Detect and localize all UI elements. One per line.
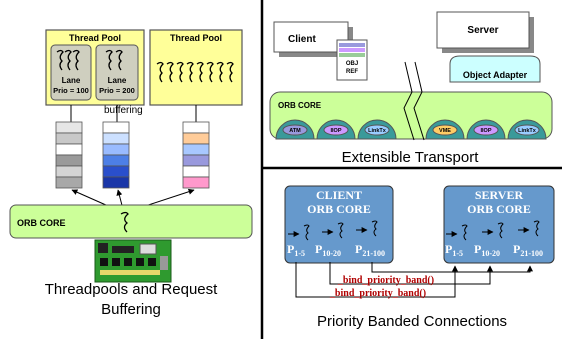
protocol-linktx-left: LinkTx <box>368 128 387 134</box>
thread-pool-right-title: Thread Pool <box>170 33 222 43</box>
client-orb-line2: ORB CORE <box>307 202 371 216</box>
obj-ref-icon <box>336 39 368 81</box>
lane-2-label: Lane <box>108 76 127 85</box>
transport-caption: Extensible Transport <box>342 149 480 166</box>
queue-1 <box>55 121 83 189</box>
bind-priority-label-2: _bind_priority_band() <box>329 288 426 299</box>
orb-core-thread-icon <box>120 211 129 233</box>
left-protocol-arcs <box>275 119 397 140</box>
queue-2 <box>102 121 130 189</box>
orb-core-left-label: ORB CORE <box>17 218 66 228</box>
right-protocol-arcs <box>425 119 547 140</box>
buffering-label: buffering <box>104 105 143 116</box>
bind-priority-label-1: _bind_priority_band() <box>337 275 434 286</box>
server-box <box>436 11 530 49</box>
obj-label: OBJ <box>346 61 358 67</box>
transport-orb-core-label: ORB CORE <box>278 101 322 110</box>
server-band-threads <box>446 220 540 241</box>
thread-pool-right-threads <box>156 61 234 83</box>
protocol-iiop-right: IIOP <box>480 128 491 134</box>
threadpools-caption-line2: Buffering <box>101 301 161 318</box>
client-label: Client <box>288 34 316 45</box>
server-band-1: P1-5 <box>445 242 463 258</box>
server-orb-box <box>443 185 555 264</box>
band-connections <box>295 262 533 298</box>
server-band-3: P21-100 <box>513 242 543 258</box>
protocol-iiop-left: IIOP <box>330 128 341 134</box>
transport-panel: Client OBJ REF Server Object Adapter ORB… <box>269 11 553 166</box>
client-orb-line1: CLIENT <box>316 188 362 202</box>
lane-2-prio: Prio = 200 <box>99 86 135 95</box>
pool-queue-lines <box>70 105 197 122</box>
server-orb-line2: ORB CORE <box>467 202 531 216</box>
priority-caption: Priority Banded Connections <box>317 313 507 330</box>
server-label: Server <box>467 25 498 36</box>
lane-2 <box>95 44 139 101</box>
object-adapter-box <box>449 55 541 83</box>
server-orb-line1: SERVER <box>475 188 524 202</box>
protocol-linktx-right: LinkTx <box>518 128 537 134</box>
client-box <box>273 21 349 53</box>
client-band-threads <box>288 220 378 241</box>
ref-label: REF <box>346 69 358 75</box>
lane-1-threads <box>56 49 80 71</box>
lane-1-prio: Prio = 100 <box>53 86 89 95</box>
orb-core-bar <box>9 204 253 239</box>
client-band-2: P10-20 <box>315 242 341 258</box>
network-card-icon <box>94 239 172 283</box>
client-orb-box <box>284 185 394 264</box>
lane-1-label: Lane <box>62 76 81 85</box>
object-adapter-label: Object Adapter <box>463 70 528 80</box>
threadpools-panel: Thread Pool Lane Prio = 100 Lane Prio = … <box>9 29 253 318</box>
queue-3 <box>182 121 210 189</box>
server-band-2: P10-20 <box>474 242 500 258</box>
priority-panel: CLIENT ORB CORE SERVER ORB CORE P1-5 P10… <box>284 185 555 330</box>
client-band-1: P1-5 <box>287 242 305 258</box>
thread-pool-left-title: Thread Pool <box>69 33 121 43</box>
network-break-icon <box>403 61 425 141</box>
lane-2-threads <box>105 49 123 71</box>
client-band-3: P21-100 <box>355 242 385 258</box>
protocol-vme: VME <box>439 128 451 134</box>
threadpools-caption-line1: Threadpools and Request <box>45 281 218 298</box>
protocol-atm: ATM <box>289 128 301 134</box>
